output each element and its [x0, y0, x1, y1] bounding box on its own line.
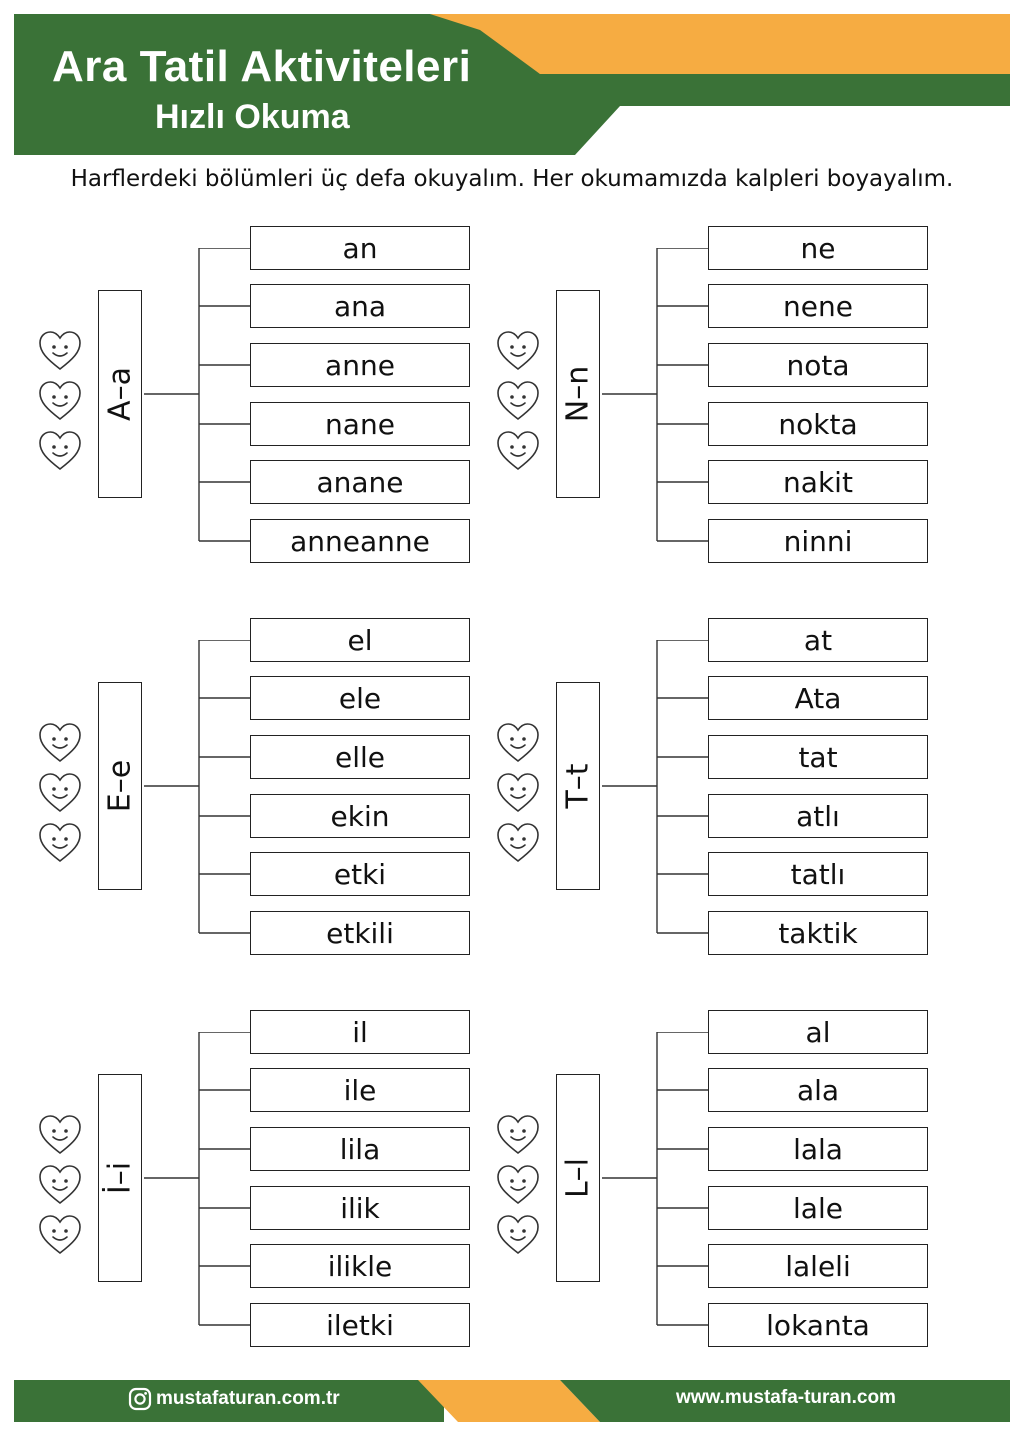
word-box: nokta	[708, 402, 928, 446]
smiling-heart-icon[interactable]	[37, 820, 83, 866]
smiling-heart-icon[interactable]	[37, 428, 83, 474]
letter-label: T–t	[560, 763, 596, 809]
word-box: ele	[250, 676, 470, 720]
bracket-connector	[602, 248, 708, 542]
hearts-column	[37, 328, 83, 478]
bracket-connector	[602, 640, 708, 934]
smiling-heart-icon[interactable]	[495, 1212, 541, 1258]
word-box: an	[250, 226, 470, 270]
smiling-heart-icon[interactable]	[495, 378, 541, 424]
page-title: Ara Tatil Aktiviteleri	[52, 42, 472, 91]
footer-green-right	[560, 1380, 1010, 1422]
hearts-column	[495, 328, 541, 478]
instagram-icon	[128, 1387, 152, 1411]
word-box: anane	[250, 460, 470, 504]
word-box: nane	[250, 402, 470, 446]
footer-website[interactable]: www.mustafa-turan.com	[676, 1387, 896, 1408]
word-box: il	[250, 1010, 470, 1054]
smiling-heart-icon[interactable]	[37, 770, 83, 816]
word-box: Ata	[708, 676, 928, 720]
word-box: ekin	[250, 794, 470, 838]
smiling-heart-icon[interactable]	[37, 1212, 83, 1258]
word-box: anneanne	[250, 519, 470, 563]
letter-label: İ–i	[102, 1161, 138, 1195]
instruction-text: Harflerdeki bölümleri üç defa okuyalım. …	[70, 166, 954, 192]
letter-box: L–l	[556, 1074, 600, 1282]
header-green-band	[14, 14, 1010, 155]
word-box: ilikle	[250, 1244, 470, 1288]
letter-box: N–n	[556, 290, 600, 498]
smiling-heart-icon[interactable]	[37, 1162, 83, 1208]
word-box: lokanta	[708, 1303, 928, 1347]
letter-box: İ–i	[98, 1074, 142, 1282]
word-box: ilik	[250, 1186, 470, 1230]
word-box: anne	[250, 343, 470, 387]
footer-left-text: mustafaturan.com.tr	[156, 1388, 340, 1409]
word-box: el	[250, 618, 470, 662]
letter-label: N–n	[560, 365, 596, 423]
letter-label: E–e	[102, 759, 138, 813]
smiling-heart-icon[interactable]	[37, 720, 83, 766]
letter-group: L–l al ala lala lale laleli lokanta	[473, 1010, 943, 1355]
letter-group: E–e el ele elle ekin etki etkili	[15, 618, 485, 963]
word-box: lila	[250, 1127, 470, 1171]
smiling-heart-icon[interactable]	[495, 770, 541, 816]
word-box: etki	[250, 852, 470, 896]
footer-banner	[14, 1380, 1010, 1422]
bracket-connector	[602, 1032, 708, 1326]
word-box: al	[708, 1010, 928, 1054]
word-box: lale	[708, 1186, 928, 1230]
letter-box: T–t	[556, 682, 600, 890]
letter-box: A–a	[98, 290, 142, 498]
word-box: taktik	[708, 911, 928, 955]
letter-label: A–a	[102, 367, 138, 421]
word-box: lala	[708, 1127, 928, 1171]
letter-group: İ–i il ile lila ilik ilikle iletki	[15, 1010, 485, 1355]
hearts-column	[495, 1112, 541, 1262]
hearts-column	[37, 1112, 83, 1262]
page-subtitle: Hızlı Okuma	[155, 98, 350, 136]
word-box: iletki	[250, 1303, 470, 1347]
word-box: ninni	[708, 519, 928, 563]
word-box: ana	[250, 284, 470, 328]
word-box: nota	[708, 343, 928, 387]
smiling-heart-icon[interactable]	[495, 720, 541, 766]
hearts-column	[495, 720, 541, 870]
smiling-heart-icon[interactable]	[37, 1112, 83, 1158]
word-box: ne	[708, 226, 928, 270]
smiling-heart-icon[interactable]	[495, 1162, 541, 1208]
letter-box: E–e	[98, 682, 142, 890]
letter-label: L–l	[560, 1157, 596, 1199]
bracket-connector	[144, 640, 250, 934]
word-box: tat	[708, 735, 928, 779]
smiling-heart-icon[interactable]	[37, 328, 83, 374]
letter-group: A–a an ana anne nane anane anneanne	[15, 226, 485, 571]
word-box: tatlı	[708, 852, 928, 896]
smiling-heart-icon[interactable]	[495, 820, 541, 866]
bracket-connector	[144, 1032, 250, 1326]
word-box: atlı	[708, 794, 928, 838]
word-box: ile	[250, 1068, 470, 1112]
smiling-heart-icon[interactable]	[37, 378, 83, 424]
word-box: at	[708, 618, 928, 662]
word-box: etkili	[250, 911, 470, 955]
bracket-connector	[144, 248, 250, 542]
word-box: nakit	[708, 460, 928, 504]
footer-orange-stripe	[418, 1380, 600, 1422]
smiling-heart-icon[interactable]	[495, 328, 541, 374]
footer-instagram[interactable]: mustafaturan.com.tr	[128, 1385, 340, 1413]
smiling-heart-icon[interactable]	[495, 1112, 541, 1158]
footer-green-left	[14, 1380, 444, 1422]
word-box: nene	[708, 284, 928, 328]
hearts-column	[37, 720, 83, 870]
header-orange-band	[430, 14, 1010, 74]
word-box: ala	[708, 1068, 928, 1112]
word-box: laleli	[708, 1244, 928, 1288]
smiling-heart-icon[interactable]	[495, 428, 541, 474]
word-box: elle	[250, 735, 470, 779]
header-banner	[14, 14, 1010, 155]
